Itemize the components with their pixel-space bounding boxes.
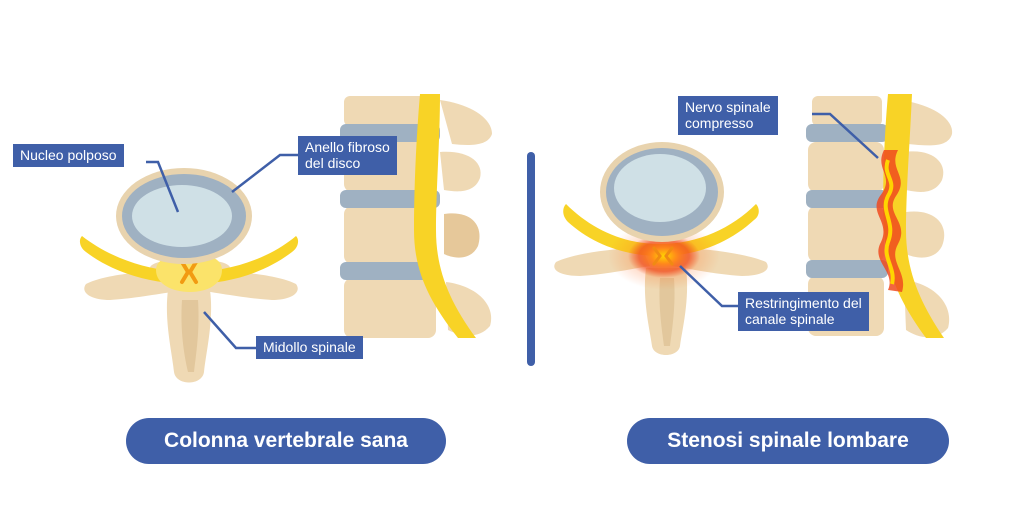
compressed-nerve-label: Nervo spinale compresso	[678, 96, 778, 135]
healthy-spine-side-view	[340, 94, 492, 338]
healthy-vertebra-top-view	[79, 168, 299, 383]
stenosis-title: Stenosi spinale lombare	[627, 418, 949, 464]
stenosis-vertebra-top-view	[554, 142, 768, 355]
canal-narrowing-label: Restringimento del canale spinale	[738, 292, 869, 331]
healthy-spinal-cord-side	[414, 94, 476, 338]
spinal-cord-label: Midollo spinale	[256, 336, 363, 359]
nucleus-pulposus-label: Nucleo polposo	[13, 144, 124, 167]
annulus-fibrosus-label: Anello fibroso del disco	[298, 136, 397, 175]
ligamentum-flavum	[79, 236, 299, 284]
healthy-spine-title: Colonna vertebrale sana	[126, 418, 446, 464]
leader-lines	[146, 112, 879, 350]
panel-divider	[527, 152, 535, 366]
nucleus-pulposus	[132, 185, 232, 247]
